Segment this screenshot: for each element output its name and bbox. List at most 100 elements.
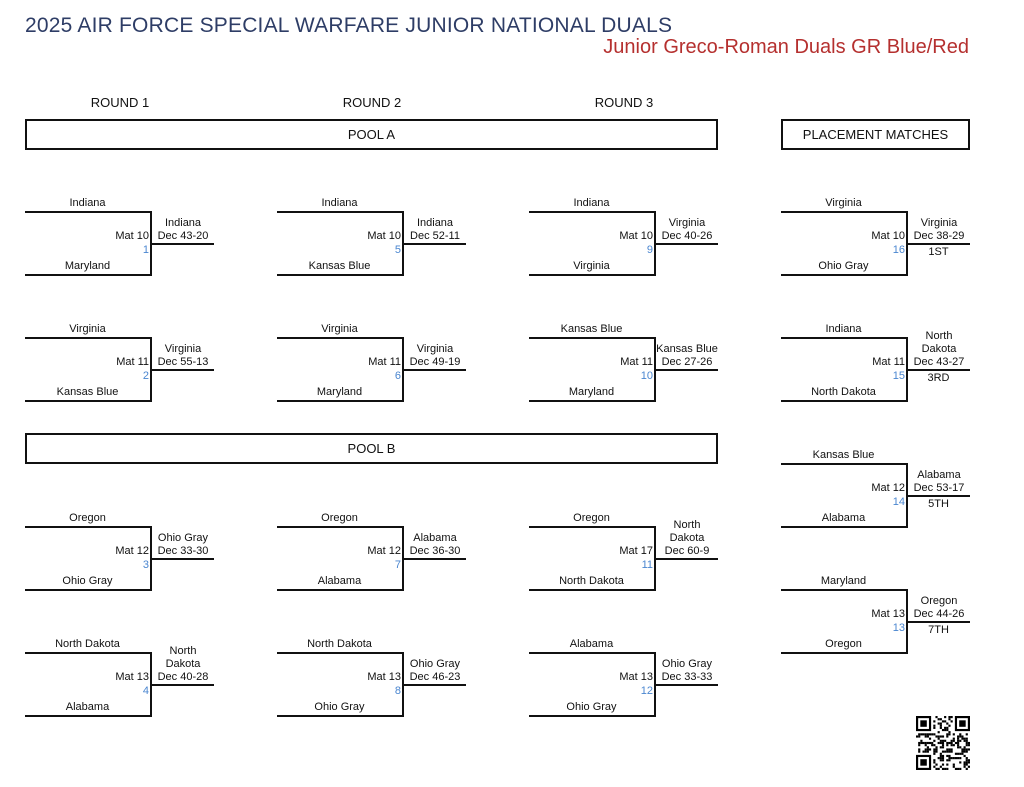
winner-name: North Dakota [921, 330, 957, 355]
bracket-line-winner [150, 684, 214, 686]
winner-name: North Dakota [165, 645, 201, 670]
bracket-line-top [25, 211, 152, 213]
team-top: Indiana [573, 197, 610, 209]
mat-label: Mat 13 [619, 671, 653, 683]
bout-number: 14 [892, 496, 905, 508]
bracket-line-bottom [529, 589, 656, 591]
winner-name: Ohio Gray [661, 658, 713, 670]
bracket-line-winner [654, 369, 718, 371]
mat-label: Mat 12 [871, 482, 905, 494]
bracket-line-bottom [529, 274, 656, 276]
bout-number: 8 [394, 685, 401, 697]
bout-number: 4 [142, 685, 149, 697]
winner-name: Alabama [917, 469, 961, 481]
bracket-line-top [529, 526, 656, 528]
bracket-line-winner [402, 558, 466, 560]
team-bottom: Maryland [316, 386, 363, 398]
team-bottom: Maryland [64, 260, 111, 272]
team-top: Kansas Blue [560, 323, 623, 335]
bout-number: 15 [892, 370, 905, 382]
mat-label: Mat 11 [368, 356, 401, 368]
mat-label: Mat 10 [115, 230, 149, 242]
team-top: Virginia [69, 323, 106, 335]
match-result: Dec 33-33 [661, 671, 713, 683]
bracket-subtitle: Junior Greco-Roman Duals GR Blue/Red [603, 36, 969, 58]
team-bottom: Oregon [825, 638, 862, 650]
bracket-line-top [529, 211, 656, 213]
winner-name: Indiana [164, 217, 202, 229]
mat-label: Mat 17 [619, 545, 653, 557]
round-1-label: ROUND 1 [90, 95, 150, 110]
mat-label: Mat 10 [871, 230, 905, 242]
team-top: Indiana [321, 197, 358, 209]
team-bottom: Ohio Gray [62, 575, 113, 587]
bout-number: 10 [640, 370, 653, 382]
bracket-line-bottom [25, 274, 152, 276]
mat-label: Mat 12 [115, 545, 149, 557]
team-bottom: North Dakota [559, 575, 624, 587]
bracket-line-bottom [25, 589, 152, 591]
pool-b-label: POOL B [347, 441, 396, 456]
team-bottom: Alabama [65, 701, 110, 713]
bout-number: 3 [142, 559, 149, 571]
round-3-label: ROUND 3 [594, 95, 654, 110]
winner-name: Virginia [416, 343, 454, 355]
match-result: Dec 40-28 [157, 671, 209, 683]
match-result: Dec 38-29 [913, 230, 965, 242]
team-bottom: Alabama [317, 575, 362, 587]
bout-number: 2 [142, 370, 149, 382]
bracket-line-winner [150, 369, 214, 371]
match-result: Dec 49-19 [409, 356, 461, 368]
mat-label: Mat 13 [367, 671, 401, 683]
bracket-line-bottom [529, 715, 656, 717]
winner-name: Virginia [668, 217, 706, 229]
pool-b-header: POOL B [25, 433, 718, 464]
winner-name: Ohio Gray [157, 532, 209, 544]
bracket-line-top [529, 337, 656, 339]
placement-rank: 5TH [928, 498, 949, 510]
mat-label: Mat 11 [620, 356, 653, 368]
match-result: Dec 33-30 [157, 545, 209, 557]
team-top: Virginia [825, 197, 862, 209]
bracket-line-top [25, 652, 152, 654]
match-result: Dec 44-26 [913, 608, 965, 620]
team-top: Indiana [825, 323, 862, 335]
bracket-line-bottom [781, 652, 908, 654]
bracket-line-bottom [277, 274, 404, 276]
bout-number: 11 [641, 559, 653, 571]
bout-number: 7 [394, 559, 401, 571]
winner-name: Kansas Blue [656, 343, 718, 355]
winner-name: Virginia [164, 343, 202, 355]
bracket-line-bottom [25, 400, 152, 402]
bracket-line-winner [150, 243, 214, 245]
bracket-line-top [529, 652, 656, 654]
bracket-line-winner [150, 558, 214, 560]
bracket-line-top [25, 337, 152, 339]
team-bottom: Kansas Blue [56, 386, 119, 398]
bout-number: 16 [892, 244, 905, 256]
team-top: Indiana [69, 197, 106, 209]
winner-name: Ohio Gray [409, 658, 461, 670]
bracket-line-top [277, 337, 404, 339]
bracket-line-winner [654, 684, 718, 686]
bracket-line-top [277, 652, 404, 654]
bracket-line-top [781, 337, 908, 339]
placement-rank: 1ST [928, 246, 949, 258]
mat-label: Mat 10 [367, 230, 401, 242]
round-2-label: ROUND 2 [342, 95, 402, 110]
bracket-line-top [277, 211, 404, 213]
team-top: Oregon [573, 512, 610, 524]
winner-name: North Dakota [669, 519, 705, 544]
bracket-line-top [781, 463, 908, 465]
bracket-line-top [277, 526, 404, 528]
bracket-line-bottom [781, 526, 908, 528]
placement-rank: 7TH [928, 624, 949, 636]
